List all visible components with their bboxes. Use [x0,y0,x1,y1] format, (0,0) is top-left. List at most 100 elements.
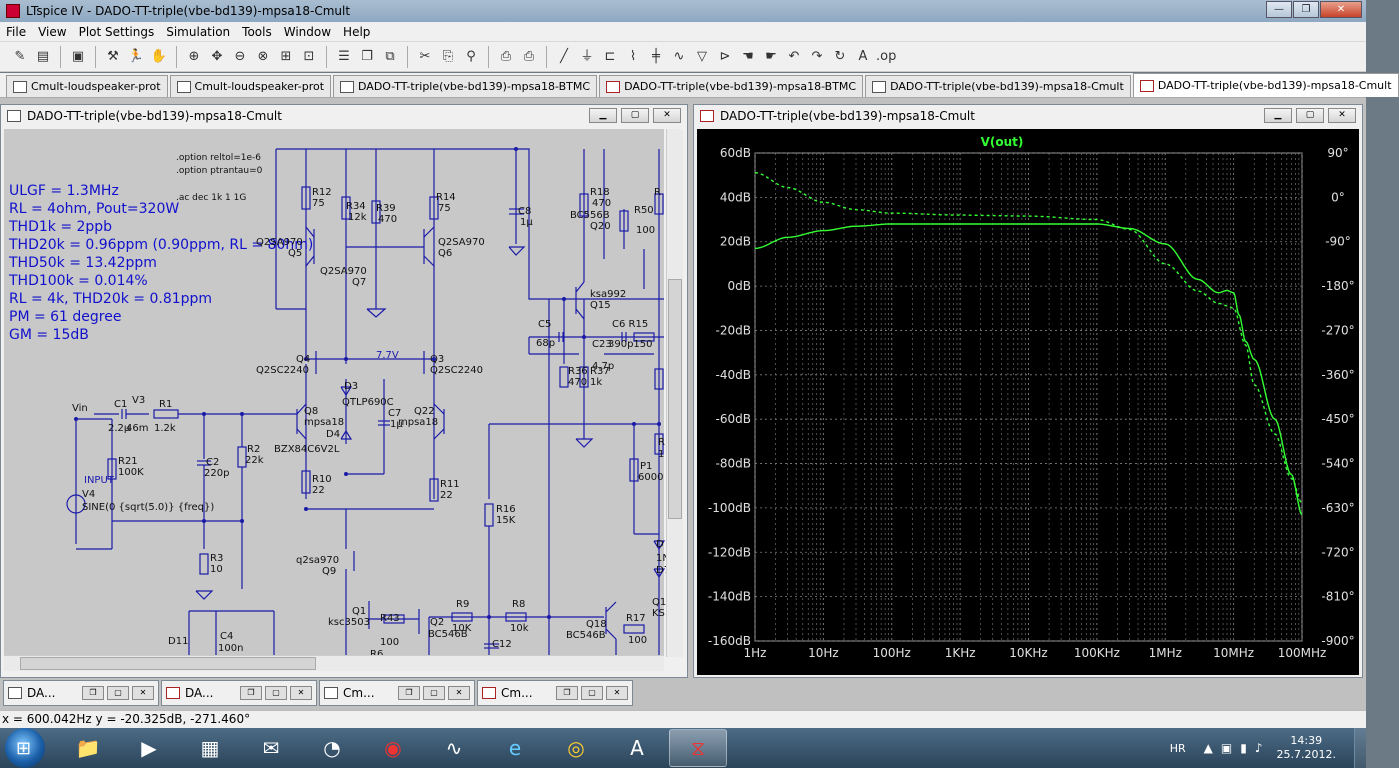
mail-icon[interactable]: ✉ [262,736,280,760]
tab-cmult-waveform[interactable]: DADO-TT-triple(vbe-bd139)-mpsa18-Cmult [1132,73,1399,97]
spice-directive[interactable]: .option reltol=1e-6 [176,153,262,163]
label-p1[interactable]: P1 [640,461,653,472]
label-q7[interactable]: Q7 [352,277,367,288]
label-q1[interactable]: Q1 [352,606,367,617]
menu-simulation[interactable]: Simulation [166,24,231,39]
label-r3-value[interactable]: 10 [210,564,223,575]
label-r37[interactable]: R37 [590,366,610,377]
label-d3[interactable]: D3 [344,381,359,392]
label-r1[interactable]: R1 [159,399,173,410]
zoom-pan-icon[interactable]: ✥ [211,48,223,64]
label-q3[interactable]: Q3 [430,354,445,365]
label-r50-value[interactable]: 100 [636,225,656,236]
chrome-icon[interactable]: ◎ [567,736,585,760]
label-r37-value[interactable]: 1k [590,377,603,388]
restore-button[interactable]: ❐ [82,686,104,700]
maximize-button[interactable]: ▢ [581,686,603,700]
label-bc556b[interactable]: BC556B [570,210,610,221]
close-button[interactable]: ✕ [1320,1,1362,18]
label-mpsa18-q8[interactable]: mpsa18 [304,417,345,428]
cut-icon[interactable]: ✂ [419,48,431,64]
label-ksc3503[interactable]: ksc3503 [328,617,370,628]
cascade-icon[interactable]: ❐ [361,48,373,64]
label-q2sa970-q5[interactable]: Q2SA970 [256,237,303,248]
label-r34[interactable]: R34 [346,201,366,212]
tile-horizontal-icon[interactable]: ⊡ [303,48,315,64]
label-c1-value[interactable]: 2.2µ [108,423,131,434]
label-q2[interactable]: Q2 [430,617,445,628]
undo-icon[interactable]: ↶ [788,48,800,64]
label-v4-source[interactable]: SINE(0 {sqrt(5.0)} {freq}) [82,502,215,513]
menu-plot-settings[interactable]: Plot Settings [78,24,155,39]
label-r2[interactable]: R2 [247,444,261,455]
minimized-window[interactable]: Cm...❐▢✕ [477,680,633,706]
label-ksa992[interactable]: ksa992 [590,289,627,300]
print-icon[interactable]: ⎙ [523,48,535,64]
internet-explorer-icon[interactable]: e [508,736,522,760]
label-q9[interactable]: Q9 [322,566,337,577]
label-r16-value[interactable]: 15K [496,515,516,526]
redo-icon[interactable]: ↷ [811,48,823,64]
open-schematic-icon[interactable]: ✎ [14,48,26,64]
sound-mixer-icon[interactable]: ◔ [323,736,341,760]
label-q2sa970-q9[interactable]: q2sa970 [296,555,340,566]
label-c5-value[interactable]: 68p [536,338,556,349]
label-r50[interactable]: R50 [634,205,654,216]
start-button[interactable]: ⊞ [5,728,45,768]
show-hidden-icons-icon[interactable]: ▲ [1203,741,1213,755]
menu-tools[interactable]: Tools [242,24,272,39]
minimized-window[interactable]: DA...❐▢✕ [3,680,159,706]
wire-icon[interactable]: ╱ [560,48,568,64]
scroll-thumb[interactable] [20,657,316,670]
label-p1-value[interactable]: 6000 [638,472,664,483]
signal-icon[interactable]: ▮ [1240,741,1247,755]
label-r9-value[interactable]: 10K [452,623,472,634]
office-icon[interactable]: ▦ [200,736,220,760]
label-c23[interactable]: C23 [592,339,612,350]
label-c1[interactable]: C1 [114,399,128,410]
schematic-maximize-button[interactable]: ▢ [621,108,649,123]
label-c8-value[interactable]: 1µ [520,217,533,228]
label-c8[interactable]: C8 [518,206,532,217]
label-r11[interactable]: R11 [440,479,460,490]
label-c5[interactable]: C5 [538,319,552,330]
waveform-close-button[interactable]: ✕ [1328,108,1356,123]
label-v3[interactable]: V3 [132,395,146,406]
label-ks-right[interactable]: KS [652,608,665,619]
waveform-maximize-button[interactable]: ▢ [1296,108,1324,123]
label-c23-value[interactable]: 4.7p [592,361,615,372]
label-d4[interactable]: D4 [326,429,341,440]
restore-button[interactable]: ❐ [556,686,578,700]
scroll-thumb[interactable] [668,279,682,519]
label-1n-partial[interactable]: 1N [656,553,670,564]
label-q15[interactable]: Q15 [590,300,611,311]
network-icon[interactable]: ▣ [1220,741,1233,755]
label-qtlp690c[interactable]: QTLP690C [342,397,394,408]
media-player-icon[interactable]: ▶ [141,736,157,760]
label-q4[interactable]: Q4 [296,354,311,365]
tab-cmult-schematic[interactable]: DADO-TT-triple(vbe-bd139)-mpsa18-Cmult [865,75,1131,97]
schematic-vertical-scrollbar[interactable] [666,129,683,657]
maximize-button[interactable]: ▢ [265,686,287,700]
label-r8[interactable]: R8 [512,599,526,610]
menu-help[interactable]: Help [343,24,371,39]
new-schematic-icon[interactable]: ▤ [36,48,50,64]
tile-vertical-icon[interactable]: ☰ [338,48,350,64]
label-bc546b-q2[interactable]: BC546B [428,629,468,640]
net-label-input[interactable]: INPUT [84,475,114,486]
label-r3[interactable]: R3 [210,553,224,564]
label-r11-value[interactable]: 22 [440,490,453,501]
label-q2sc2240-q3[interactable]: Q2SC2240 [430,365,484,376]
ltspice-icon[interactable]: ⧖ [669,729,727,767]
waveform-minimize-button[interactable]: ▁ [1264,108,1292,123]
trace-label-vout[interactable]: V(out) [981,135,1024,149]
label-q18[interactable]: Q18 [586,619,607,630]
label-q20[interactable]: Q20 [590,221,611,232]
run-icon[interactable]: 🏃 [127,48,145,64]
drag-icon[interactable]: ☛ [765,48,777,64]
oscilloscope-icon[interactable]: ∿ [445,736,463,760]
restore-button[interactable]: ❐ [398,686,420,700]
label-q2sc2240-q4[interactable]: Q2SC2240 [256,365,310,376]
clock[interactable]: 14:39 25.7.2012. [1277,734,1336,762]
close-button[interactable]: ✕ [132,686,154,700]
